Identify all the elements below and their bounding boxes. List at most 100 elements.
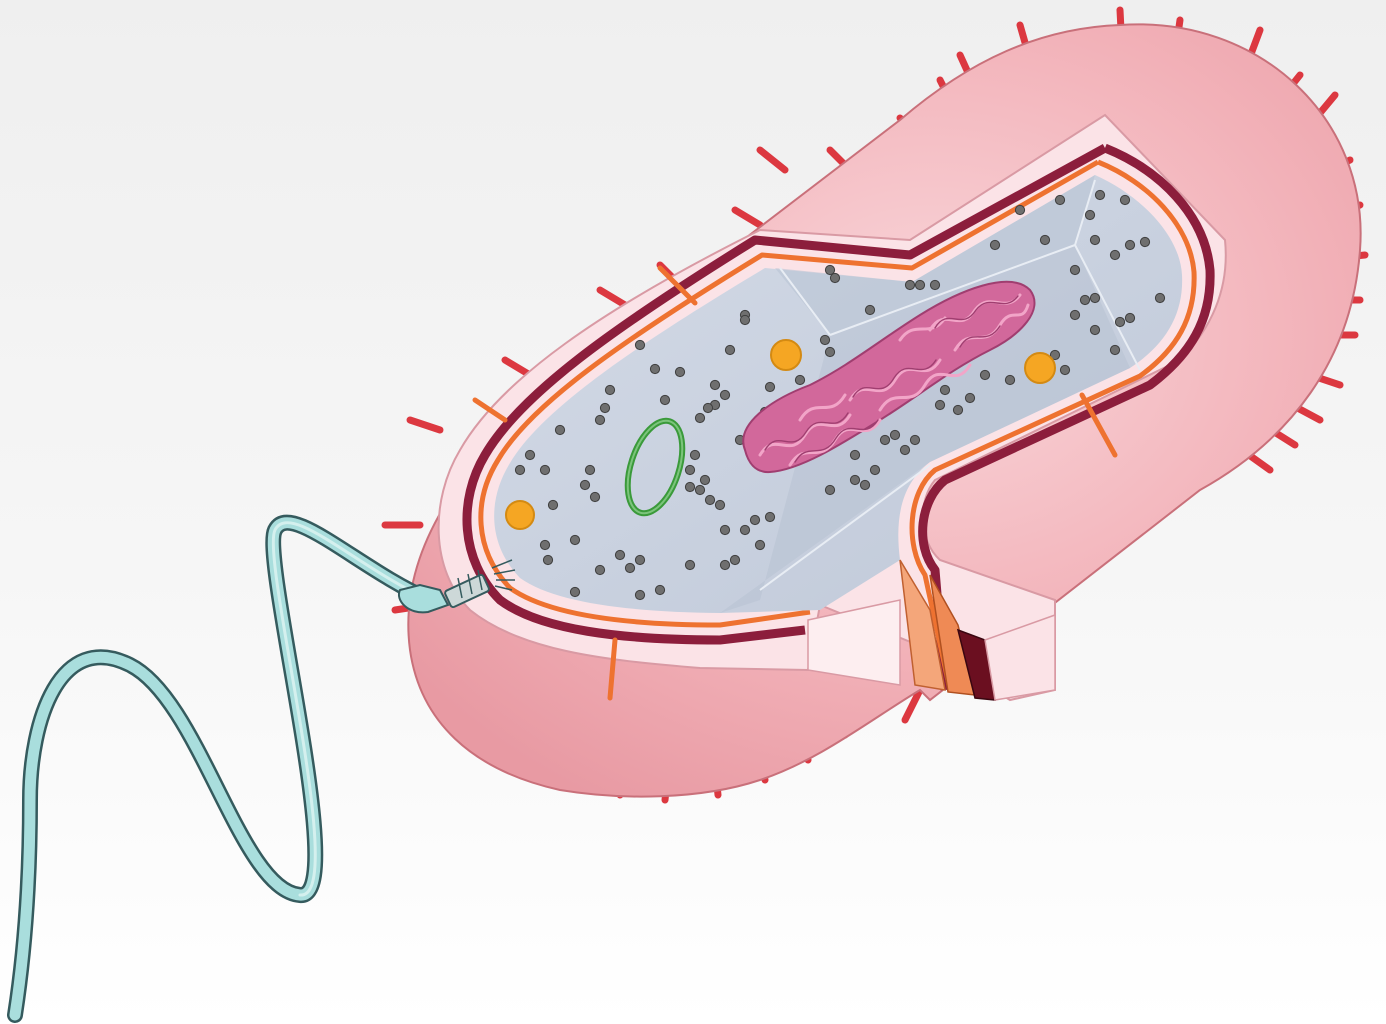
ribosome xyxy=(635,590,644,599)
ribosome xyxy=(675,367,684,376)
ribosome xyxy=(865,305,874,314)
ribosome xyxy=(1110,250,1119,259)
ribosome xyxy=(905,280,914,289)
ribosome xyxy=(850,475,859,484)
ribosome xyxy=(935,400,944,409)
ribosome xyxy=(685,560,694,569)
ribosome xyxy=(515,465,524,474)
storage-granule xyxy=(506,501,534,529)
ribosome xyxy=(635,340,644,349)
ribosome xyxy=(1090,235,1099,244)
ribosome xyxy=(720,525,729,534)
ribosome xyxy=(1090,325,1099,334)
ribosome xyxy=(595,565,604,574)
ribosome xyxy=(890,430,899,439)
ribosome xyxy=(700,475,709,484)
ribosome xyxy=(825,347,834,356)
ribosome xyxy=(825,485,834,494)
ribosome xyxy=(580,480,589,489)
ribosome xyxy=(548,500,557,509)
ribosome xyxy=(825,265,834,274)
ribosome xyxy=(765,382,774,391)
ribosome xyxy=(860,480,869,489)
ribosome xyxy=(703,403,712,412)
ribosome xyxy=(1125,240,1134,249)
ribosome xyxy=(1085,210,1094,219)
ribosome xyxy=(543,555,552,564)
ribosome xyxy=(695,413,704,422)
ribosome xyxy=(1140,237,1149,246)
ribosome xyxy=(850,450,859,459)
ribosome xyxy=(655,585,664,594)
ribosome xyxy=(705,495,714,504)
ribosome xyxy=(625,563,634,572)
ribosome xyxy=(540,465,549,474)
ribosome xyxy=(685,465,694,474)
ribosome xyxy=(755,540,764,549)
ribosome xyxy=(715,500,724,509)
ribosome xyxy=(525,450,534,459)
ribosome xyxy=(900,445,909,454)
ribosome xyxy=(720,560,729,569)
ribosome xyxy=(1070,265,1079,274)
ribosome xyxy=(820,335,829,344)
ribosome xyxy=(695,485,704,494)
ribosome xyxy=(685,482,694,491)
pilus xyxy=(600,290,625,305)
ribosome xyxy=(710,380,719,389)
ribosome xyxy=(725,345,734,354)
ribosome xyxy=(595,415,604,424)
ribosome xyxy=(570,587,579,596)
ribosome xyxy=(635,555,644,564)
ribosome xyxy=(615,550,624,559)
ribosome xyxy=(1090,293,1099,302)
ribosome xyxy=(990,240,999,249)
ribosome xyxy=(1095,190,1104,199)
ribosome xyxy=(1055,195,1064,204)
ribosome xyxy=(540,540,549,549)
pilus xyxy=(735,210,760,225)
ribosome xyxy=(880,435,889,444)
ribosome xyxy=(590,492,599,501)
ribosome xyxy=(765,512,774,521)
ribosome xyxy=(1120,195,1129,204)
ribosome xyxy=(910,435,919,444)
ribosome xyxy=(953,405,962,414)
storage-granule xyxy=(1025,353,1055,383)
ribosome xyxy=(570,535,579,544)
ribosome xyxy=(740,525,749,534)
ribosome xyxy=(980,370,989,379)
pilus xyxy=(410,420,440,430)
ribosome xyxy=(555,425,564,434)
ribosome xyxy=(750,515,759,524)
ribosome xyxy=(1070,310,1079,319)
ribosome xyxy=(1155,293,1164,302)
ribosome xyxy=(740,315,749,324)
ribosome xyxy=(1015,205,1024,214)
ribosome xyxy=(1125,313,1134,322)
ribosome xyxy=(1005,375,1014,384)
ribosome xyxy=(870,465,879,474)
ribosome xyxy=(1110,345,1119,354)
ribosome xyxy=(965,393,974,402)
ribosome xyxy=(1115,317,1124,326)
ribosome xyxy=(1060,365,1069,374)
ribosome xyxy=(795,375,804,384)
ribosome xyxy=(1040,235,1049,244)
ribosome xyxy=(1080,295,1089,304)
ribosome xyxy=(690,450,699,459)
ribosome xyxy=(730,555,739,564)
ribosome xyxy=(940,385,949,394)
ribosome xyxy=(660,395,669,404)
pilus xyxy=(760,150,785,170)
ribosome xyxy=(600,403,609,412)
ribosome xyxy=(605,385,614,394)
ribosome xyxy=(650,364,659,373)
pilus xyxy=(505,360,530,375)
ribosome xyxy=(720,390,729,399)
ribosome xyxy=(930,280,939,289)
ribosome xyxy=(830,273,839,282)
flagellum xyxy=(15,523,430,1015)
